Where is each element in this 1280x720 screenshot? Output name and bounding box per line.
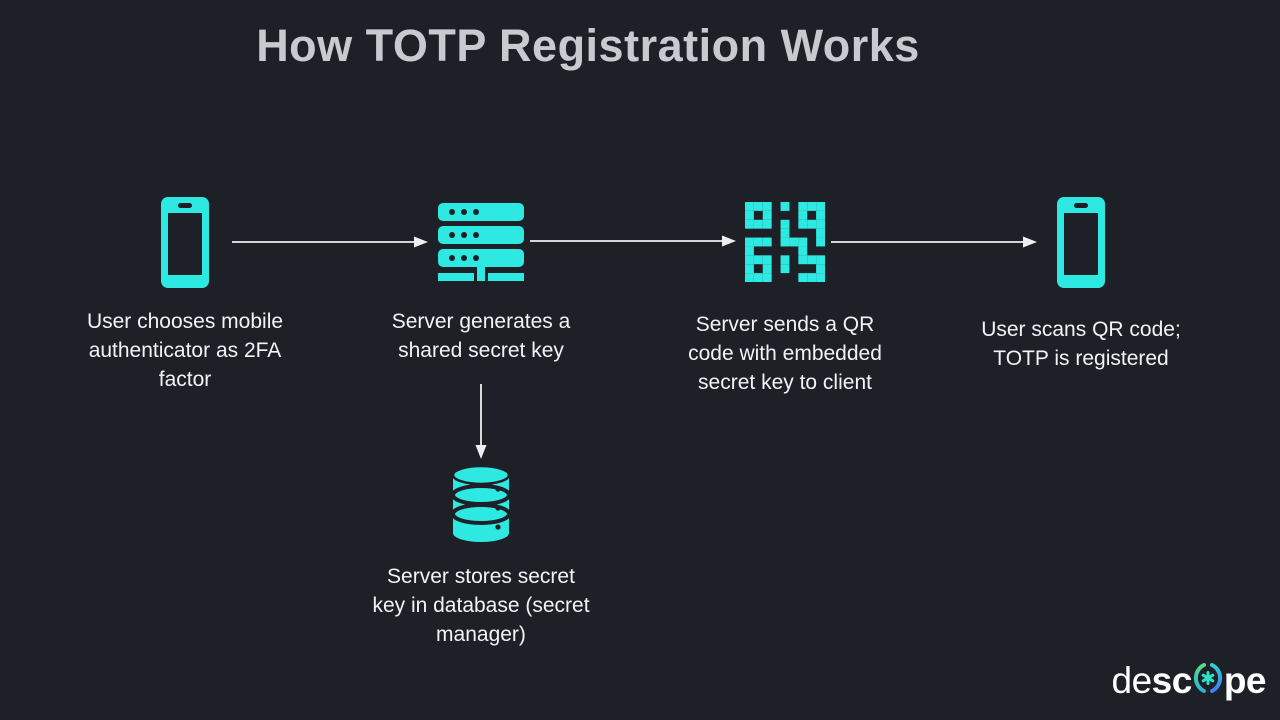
qr-code-icon xyxy=(745,202,825,282)
server-icon xyxy=(438,203,524,281)
step-label-5: Server stores secret key in database (se… xyxy=(372,565,590,646)
step-label-3: Server sends a QR code with embedded sec… xyxy=(688,313,882,394)
smartphone-icon xyxy=(1057,197,1105,288)
step-label-4: User scans QR code; TOTP is registered xyxy=(981,318,1181,370)
smartphone-icon xyxy=(161,197,209,288)
database-icon xyxy=(452,465,510,543)
arrow-right-icon xyxy=(528,233,738,249)
step-label-1: User chooses mobile authenticator as 2FA… xyxy=(86,310,284,391)
arrow-right-icon xyxy=(829,234,1039,250)
arrow-down-icon xyxy=(473,384,489,460)
logo-text: sc xyxy=(1151,660,1193,701)
arrow-right-icon xyxy=(230,234,430,250)
page-title: How TOTP Registration Works xyxy=(256,20,920,71)
asterisk-in-parentheses-icon xyxy=(1193,659,1223,702)
step-label-2: Server generates a shared secret key xyxy=(391,310,571,362)
logo-text: pe xyxy=(1223,660,1267,701)
logo-text: de xyxy=(1111,660,1153,701)
